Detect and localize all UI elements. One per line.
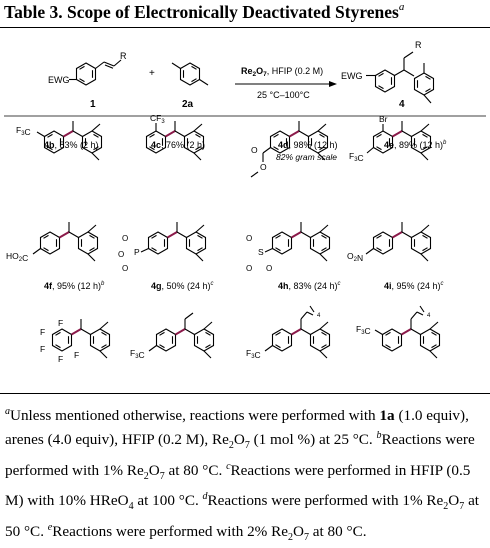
product-label-4i: 4i, 95% (24 h)c [384, 281, 444, 291]
fluorine-5: F [74, 350, 79, 360]
bottom-rule [0, 393, 490, 394]
reactant-styrene: EWG R 1 [48, 51, 127, 110]
temperature-text: 25 °C–100°C [257, 90, 310, 100]
compound-4-label: 4 [399, 99, 405, 110]
ewg-label-left: EWG [48, 75, 70, 85]
p-oxygen-3: O [118, 250, 124, 259]
cf3-label: F3C [349, 151, 364, 163]
cf3-label: CF3 [150, 113, 165, 125]
scope-scheme-svg: EWG R 1 + 2a Re2O7, HFIP (0.2 M) 25 °C–1… [4, 40, 486, 418]
carbonyl-oxygen: O [251, 145, 258, 155]
phosphorus-label: P [134, 247, 140, 257]
fluorine-2: F [40, 327, 45, 337]
gram-scale-note: 82% gram scale [276, 152, 337, 162]
cf3-label: F3C [130, 348, 145, 360]
product-label-4c: 4c, 76% (2 h) [151, 140, 205, 150]
cf3-label: F3C [246, 348, 261, 360]
catalyst-re: Re [241, 66, 253, 76]
sulfur-label: S [258, 247, 264, 257]
cf3-label: F3C [356, 324, 371, 336]
plus-sign: + [149, 68, 155, 79]
reactant-xylene: 2a [171, 62, 209, 110]
product-label-4d: 4d, 98% (12 h) [278, 140, 338, 150]
product-4c: CF3 4c, 76% (2 h) [145, 113, 205, 161]
footnote-c: cReactions were performed in HFIP (0.5 M… [5, 460, 471, 513]
product-4m: 4F3C4m, 82% (3 h)b [356, 305, 445, 418]
product-4f: HO2C 4f, 95% (12 h)b [6, 222, 105, 291]
product-4j: FFFFF4j, 82% (24 h)c [40, 318, 111, 418]
compound-2a-label: 2a [182, 99, 194, 110]
table-footnotes: aUnless mentioned otherwise, reactions w… [5, 402, 487, 548]
product-label-4g: 4g, 50% (24 h)c [151, 281, 214, 291]
fluorine-3: F [40, 344, 45, 354]
footnote-b: bReactions were performed with 1% Re2O7 … [5, 430, 475, 482]
r-label-left: R [120, 51, 127, 61]
product-label-4b: 4b, 83% (2 h) [44, 140, 99, 150]
top-rule [0, 27, 490, 28]
product-label-4h: 4h, 83% (24 h)c [278, 281, 341, 291]
s-oxygen-2: O [246, 264, 252, 273]
product-label-4e: 4e, 89% (12 h)b [384, 140, 447, 150]
chain-length-label: 4 [317, 313, 321, 319]
reaction-scheme-figure: EWG R 1 + 2a Re2O7, HFIP (0.2 M) 25 °C–1… [0, 26, 490, 418]
product-4l: 4F3C4l, 68% (24 h)e [246, 305, 339, 418]
table-title: Table 3. Scope of Electronically Deactiv… [4, 1, 405, 22]
title-footnote-mark: a [398, 1, 405, 13]
br-label: Br [379, 114, 388, 124]
chain-length-label: 4 [427, 313, 431, 319]
product-4b: F3C 4b, 83% (2 h) [16, 121, 103, 161]
p-oxygen-1: O [122, 234, 128, 243]
cf3-label: F3C [16, 125, 31, 137]
product-4d: OO 4d, 98% (12 h) 82% gram scale [250, 121, 338, 178]
product-label-4f: 4f, 95% (12 h)b [44, 281, 105, 291]
s-oxygen-1: O [246, 234, 252, 243]
product-4: EWG R 4 [341, 40, 435, 110]
product-4h: SO O O 4h, 83% (24 h)c [246, 222, 341, 291]
footnote-a: aUnless mentioned otherwise, reactions w… [5, 406, 469, 452]
ester-oxygen: O [260, 162, 267, 172]
svg-text:Re2O7, HFIP (0.2 M): Re2O7, HFIP (0.2 M) [241, 66, 323, 78]
solvent-text: , HFIP (0.2 M) [267, 66, 323, 76]
p-oxygen-2: O [122, 264, 128, 273]
ewg-label-right: EWG [341, 71, 363, 81]
product-4i: O2N 4i, 95% (24 h)c [347, 222, 444, 291]
compound-1-label: 1 [90, 99, 96, 110]
r-label-right: R [415, 40, 422, 50]
carboxyl-label: HO2C [6, 251, 28, 263]
fluorine-4: F [58, 354, 63, 364]
product-4k: F3C4k, 80% (5 h)d [130, 312, 215, 418]
reaction-arrow: Re2O7, HFIP (0.2 M) 25 °C–100°C [235, 66, 337, 100]
s-oxygen-3: O [266, 264, 272, 273]
nitro-label: O2N [347, 251, 363, 263]
fluorine-1: F [58, 318, 63, 328]
footnote-e: eReactions were performed with 2% Re2O7 … [47, 521, 367, 543]
